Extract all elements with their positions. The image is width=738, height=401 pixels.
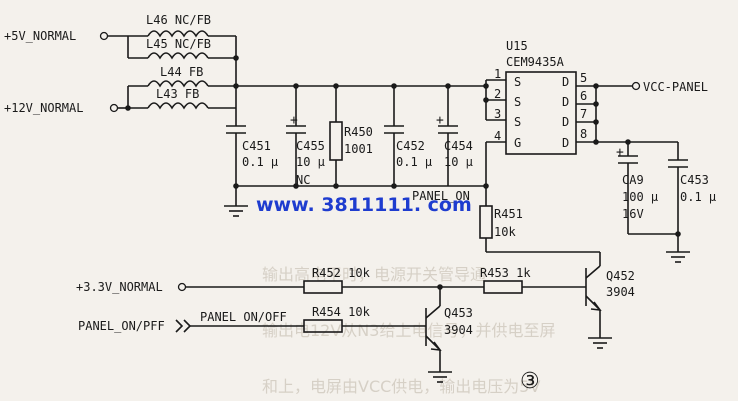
r450-ref: R450 xyxy=(344,125,373,139)
label-l44: L44 FB xyxy=(160,65,203,79)
inductor-l46 xyxy=(147,30,209,38)
capacitor-ca9: + CA9 100 µ 16V xyxy=(616,139,658,234)
u15-pin4: 4 xyxy=(494,129,501,143)
u15-pin5: 5 xyxy=(580,71,587,85)
net-label-panel-on-pff: PANEL_ON/PFF xyxy=(78,319,165,333)
c453-ref: C453 xyxy=(680,173,709,187)
terminal-12v xyxy=(109,103,119,113)
q452-ref: Q452 xyxy=(606,269,635,283)
inductor-l43 xyxy=(147,102,209,110)
figure-number: ③ xyxy=(520,369,540,394)
net-label-vcc-panel: VCC-PANEL xyxy=(643,80,708,94)
terminal-5v xyxy=(99,31,109,41)
u15-pin1-name: S xyxy=(514,75,521,89)
svg-text:+: + xyxy=(616,145,624,160)
terminal-3v3 xyxy=(177,282,187,292)
resistor-r452: R452 10k xyxy=(303,266,371,294)
label-l45: L45 NC/FB xyxy=(146,37,211,51)
c452-value: 0.1 µ xyxy=(396,155,432,169)
label-l43: L43 FB xyxy=(156,87,199,101)
u15-pin1: 1 xyxy=(494,67,501,81)
u15-part: CEM9435A xyxy=(506,55,565,69)
c455-ref: C455 xyxy=(296,139,325,153)
label-l46: L46 NC/FB xyxy=(146,13,211,27)
inductor-l45 xyxy=(147,52,209,60)
resistor-r453: R453 1k xyxy=(480,266,531,294)
q452-part: 3904 xyxy=(606,285,635,299)
capacitor-c454: + C454 10 µ xyxy=(436,83,473,186)
inductor-l44 xyxy=(147,80,209,88)
u15-pin6: 6 xyxy=(580,89,587,103)
c451-value: 0.1 µ xyxy=(242,155,278,169)
u15-pin3-name: S xyxy=(514,115,521,129)
capacitor-c452: C452 0.1 µ xyxy=(384,83,432,189)
u15-pin7-name: D xyxy=(562,115,569,129)
net-label-5v: +5V_NORMAL xyxy=(4,29,76,43)
ground-symbol-q453 xyxy=(428,371,452,383)
watermark: www. 3811111. com xyxy=(256,194,472,216)
ca9-voltage: 16V xyxy=(622,207,644,221)
ground-symbol-output xyxy=(666,251,690,263)
r454-label: R454 10k xyxy=(312,305,371,319)
c451-ref: C451 xyxy=(242,139,271,153)
u15-ref: U15 xyxy=(506,39,528,53)
r452-label: R452 10k xyxy=(312,266,371,280)
r450-value: 1001 xyxy=(344,142,373,156)
u15-pin8-name: D xyxy=(562,136,569,150)
q453-part: 3904 xyxy=(444,323,473,337)
u15-pin3: 3 xyxy=(494,107,501,121)
transistor-q452: Q452 3904 xyxy=(585,265,635,338)
q453-ref: Q453 xyxy=(444,306,473,320)
background-scan-text: 输出高电平时，电源开关管导通 输出电12V从N3给上电信号，并供电至屏 和上，电… xyxy=(262,265,555,396)
u15-pin5-name: D xyxy=(562,75,569,89)
r451-value: 10k xyxy=(494,225,516,239)
u15-pin2-name: S xyxy=(514,95,521,109)
u15-pin7: 7 xyxy=(580,107,587,121)
resistor-r450: R450 1001 xyxy=(329,83,373,189)
c454-ref: C454 xyxy=(444,139,473,153)
input-arrow-1 xyxy=(175,319,184,333)
svg-text:和上，电屏由VCC供电，输出电压为5V: 和上，电屏由VCC供电，输出电压为5V xyxy=(262,377,540,396)
net-label-12v: +12V_NORMAL xyxy=(4,101,83,115)
resistor-r451: R451 10k xyxy=(479,205,601,266)
c452-ref: C452 xyxy=(396,139,425,153)
r453-label: R453 1k xyxy=(480,266,531,280)
ic-u15: U15 CEM9435A 1 2 3 4 S S S G 5 6 7 8 D D xyxy=(483,39,599,155)
ca9-value: 100 µ xyxy=(622,190,658,204)
terminal-vcc-panel xyxy=(631,81,641,91)
c453-value: 0.1 µ xyxy=(680,190,716,204)
net-label-panel-on: PANEL_ON xyxy=(412,189,470,203)
input-section: +5V_NORMAL L46 NC/FB L45 NC/FB +12V_NORM… xyxy=(4,13,239,115)
u15-pin2: 2 xyxy=(494,87,501,101)
c455-note: NC xyxy=(296,173,310,187)
transistor-q453: Q453 3904 xyxy=(425,305,473,372)
input-arrow-2 xyxy=(183,319,192,333)
svg-text:+: + xyxy=(290,113,298,128)
net-label-panel-on-off: PANEL ON/OFF xyxy=(200,310,287,324)
r451-ref: R451 xyxy=(494,207,523,221)
ground-symbol-q452 xyxy=(588,337,612,349)
svg-text:输出高电平时，电源开关管导通: 输出高电平时，电源开关管导通 xyxy=(262,265,486,284)
ground-symbol-main xyxy=(224,205,248,217)
svg-text:+: + xyxy=(436,113,444,128)
u15-pin8: 8 xyxy=(580,127,587,141)
capacitor-c455: + C455 10 µ NC xyxy=(286,83,325,189)
u15-pin6-name: D xyxy=(562,95,569,109)
c455-value: 10 µ xyxy=(296,155,325,169)
capacitor-c451: C451 0.1 µ xyxy=(226,108,278,189)
svg-text:输出电12V从N3给上电信号，并供电至屏: 输出电12V从N3给上电信号，并供电至屏 xyxy=(262,321,555,340)
c454-value: 10 µ xyxy=(444,155,473,169)
capacitor-c453: C453 0.1 µ xyxy=(668,142,716,252)
ca9-ref: CA9 xyxy=(622,173,644,187)
net-label-3v3: +3.3V_NORMAL xyxy=(76,280,163,294)
u15-pin4-name: G xyxy=(514,136,521,150)
